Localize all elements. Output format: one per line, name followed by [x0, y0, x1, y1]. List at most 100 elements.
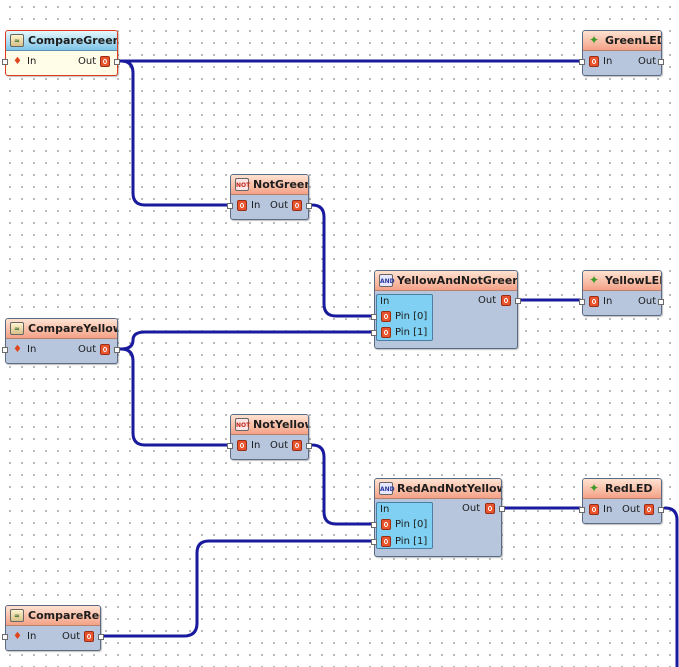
compare-icon: ≈ [10, 34, 24, 47]
wire-notyellow-to-redandnotyellow [310, 443, 374, 526]
compare-yellow-in-label: In [27, 344, 37, 355]
not-green-out-connector[interactable] [306, 203, 312, 209]
yellow-and-not-green-pin1-label: Pin [1] [395, 327, 428, 338]
compare-red-in-label: In [27, 631, 37, 642]
pin-out-icon [292, 440, 302, 451]
not-green-in-connector[interactable] [227, 203, 233, 209]
yellow-led-title-label: YellowLED [605, 274, 661, 287]
compare-red-in-connector[interactable] [2, 634, 8, 640]
red-and-not-yellow-pin1-connector[interactable] [371, 539, 377, 545]
not-yellow-in-label: In [251, 440, 261, 451]
not-yellow-in-connector[interactable] [227, 443, 233, 449]
pin-in-icon [237, 200, 247, 211]
yellow-and-not-green-title-label: YellowAndNotGreen [397, 274, 517, 287]
not-yellow-out-label: Out [270, 440, 289, 451]
compare-yellow-component[interactable]: ≈ CompareYellow In Out [2, 318, 120, 364]
flow-in-icon [12, 631, 23, 642]
wire-comparegreen-to-notgreen [119, 59, 230, 207]
compare-yellow-title: ≈ CompareYellow [6, 319, 117, 339]
wire-redled-out [663, 506, 679, 667]
compare-icon: ≈ [10, 322, 24, 335]
red-and-not-yellow-pin0-connector[interactable] [371, 522, 377, 528]
compare-yellow-title-label: CompareYellow [28, 322, 117, 335]
pin-in-icon [589, 504, 599, 515]
wire-compareyellow-to-yellowandnotgreen [119, 330, 374, 351]
yellow-and-not-green-title: AND YellowAndNotGreen [375, 271, 517, 291]
red-led-in-label: In [603, 504, 613, 515]
red-and-not-yellow-pin1-label: Pin [1] [395, 536, 428, 547]
pin-in-icon [589, 296, 599, 307]
green-led-component[interactable]: ✦ GreenLED In Out [579, 30, 664, 76]
red-and-not-yellow-out-label: Out [462, 503, 481, 514]
led-icon: ✦ [588, 481, 600, 495]
compare-green-in-connector[interactable] [2, 59, 8, 65]
yellow-led-component[interactable]: ✦ YellowLED In Out [579, 270, 664, 316]
compare-red-out-connector[interactable] [98, 634, 104, 640]
not-yellow-component[interactable]: NOT NotYellow In Out [227, 414, 312, 460]
yellow-led-in-connector[interactable] [579, 299, 585, 305]
compare-green-component[interactable]: ≈ CompareGreen In Out [2, 30, 120, 76]
green-led-title-label: GreenLED [605, 34, 661, 47]
red-and-not-yellow-component[interactable]: AND RedAndNotYellow In Out Pin [0] Pin [… [371, 478, 505, 557]
flow-in-icon [12, 344, 23, 355]
pin-in-icon [589, 56, 599, 67]
pin-in-icon [381, 327, 391, 338]
yellow-and-not-green-pin1-connector[interactable] [371, 330, 377, 336]
compare-red-out-label: Out [62, 631, 81, 642]
not-green-title-label: NotGreen [253, 178, 308, 191]
wire-comparered-to-redandnotyellow [102, 539, 374, 638]
red-led-title-label: RedLED [605, 482, 653, 495]
green-led-title: ✦ GreenLED [583, 31, 661, 51]
not-gate-icon: NOT [235, 418, 250, 431]
red-led-component[interactable]: ✦ RedLED In Out [579, 478, 664, 524]
not-green-component[interactable]: NOT NotGreen In Out [227, 174, 312, 220]
not-yellow-out-connector[interactable] [306, 443, 312, 449]
pin-out-icon [644, 504, 654, 515]
green-led-out-label: Out [638, 56, 657, 67]
red-led-in-connector[interactable] [579, 507, 585, 513]
compare-green-in-label: In [27, 56, 37, 67]
pin-out-icon [485, 503, 495, 514]
red-led-out-connector[interactable] [658, 507, 664, 513]
compare-red-component[interactable]: ≈ CompareRed In Out [2, 605, 104, 651]
pin-in-icon [381, 519, 391, 530]
pin-out-icon [100, 344, 110, 355]
yellow-led-title: ✦ YellowLED [583, 271, 661, 291]
yellow-and-not-green-out-connector[interactable] [515, 298, 521, 304]
compare-red-title: ≈ CompareRed [6, 606, 100, 626]
compare-green-out-connector[interactable] [114, 59, 120, 65]
pin-in-icon [237, 440, 247, 451]
pin-out-icon [100, 56, 110, 67]
not-yellow-title-label: NotYellow [253, 418, 308, 431]
flow-in-icon [12, 56, 23, 67]
compare-icon: ≈ [10, 609, 24, 622]
not-yellow-title: NOT NotYellow [231, 415, 308, 435]
yellow-and-not-green-pin0-label: Pin [0] [395, 311, 428, 322]
compare-green-out-label: Out [78, 56, 97, 67]
and-gate-icon: AND [379, 482, 395, 495]
and-gate-icon: AND [379, 274, 395, 287]
green-led-in-connector[interactable] [579, 59, 585, 65]
yellow-and-not-green-component[interactable]: AND YellowAndNotGreen In Out Pin [0] Pin… [371, 270, 521, 349]
led-icon: ✦ [588, 33, 600, 47]
compare-yellow-out-connector[interactable] [114, 347, 120, 353]
green-led-out-connector[interactable] [658, 59, 664, 65]
yellow-and-not-green-pin0-connector[interactable] [371, 314, 377, 320]
not-green-in-label: In [251, 200, 261, 211]
red-and-not-yellow-title-label: RedAndNotYellow [397, 482, 501, 495]
yellow-led-out-connector[interactable] [658, 299, 664, 305]
red-and-not-yellow-title: AND RedAndNotYellow [375, 479, 501, 499]
pin-in-icon [381, 311, 391, 322]
not-gate-icon: NOT [235, 178, 250, 191]
compare-red-title-label: CompareRed [28, 609, 100, 622]
wire-compareyellow-to-notyellow [119, 347, 230, 447]
red-and-not-yellow-in-label: In [380, 504, 390, 515]
compare-green-title-label: CompareGreen [28, 34, 117, 47]
yellow-and-not-green-in-label: In [380, 296, 390, 307]
compare-yellow-out-label: Out [78, 344, 97, 355]
yellow-led-in-label: In [603, 296, 613, 307]
red-and-not-yellow-out-connector[interactable] [499, 506, 505, 512]
compare-yellow-in-connector[interactable] [2, 347, 8, 353]
pin-out-icon [292, 200, 302, 211]
